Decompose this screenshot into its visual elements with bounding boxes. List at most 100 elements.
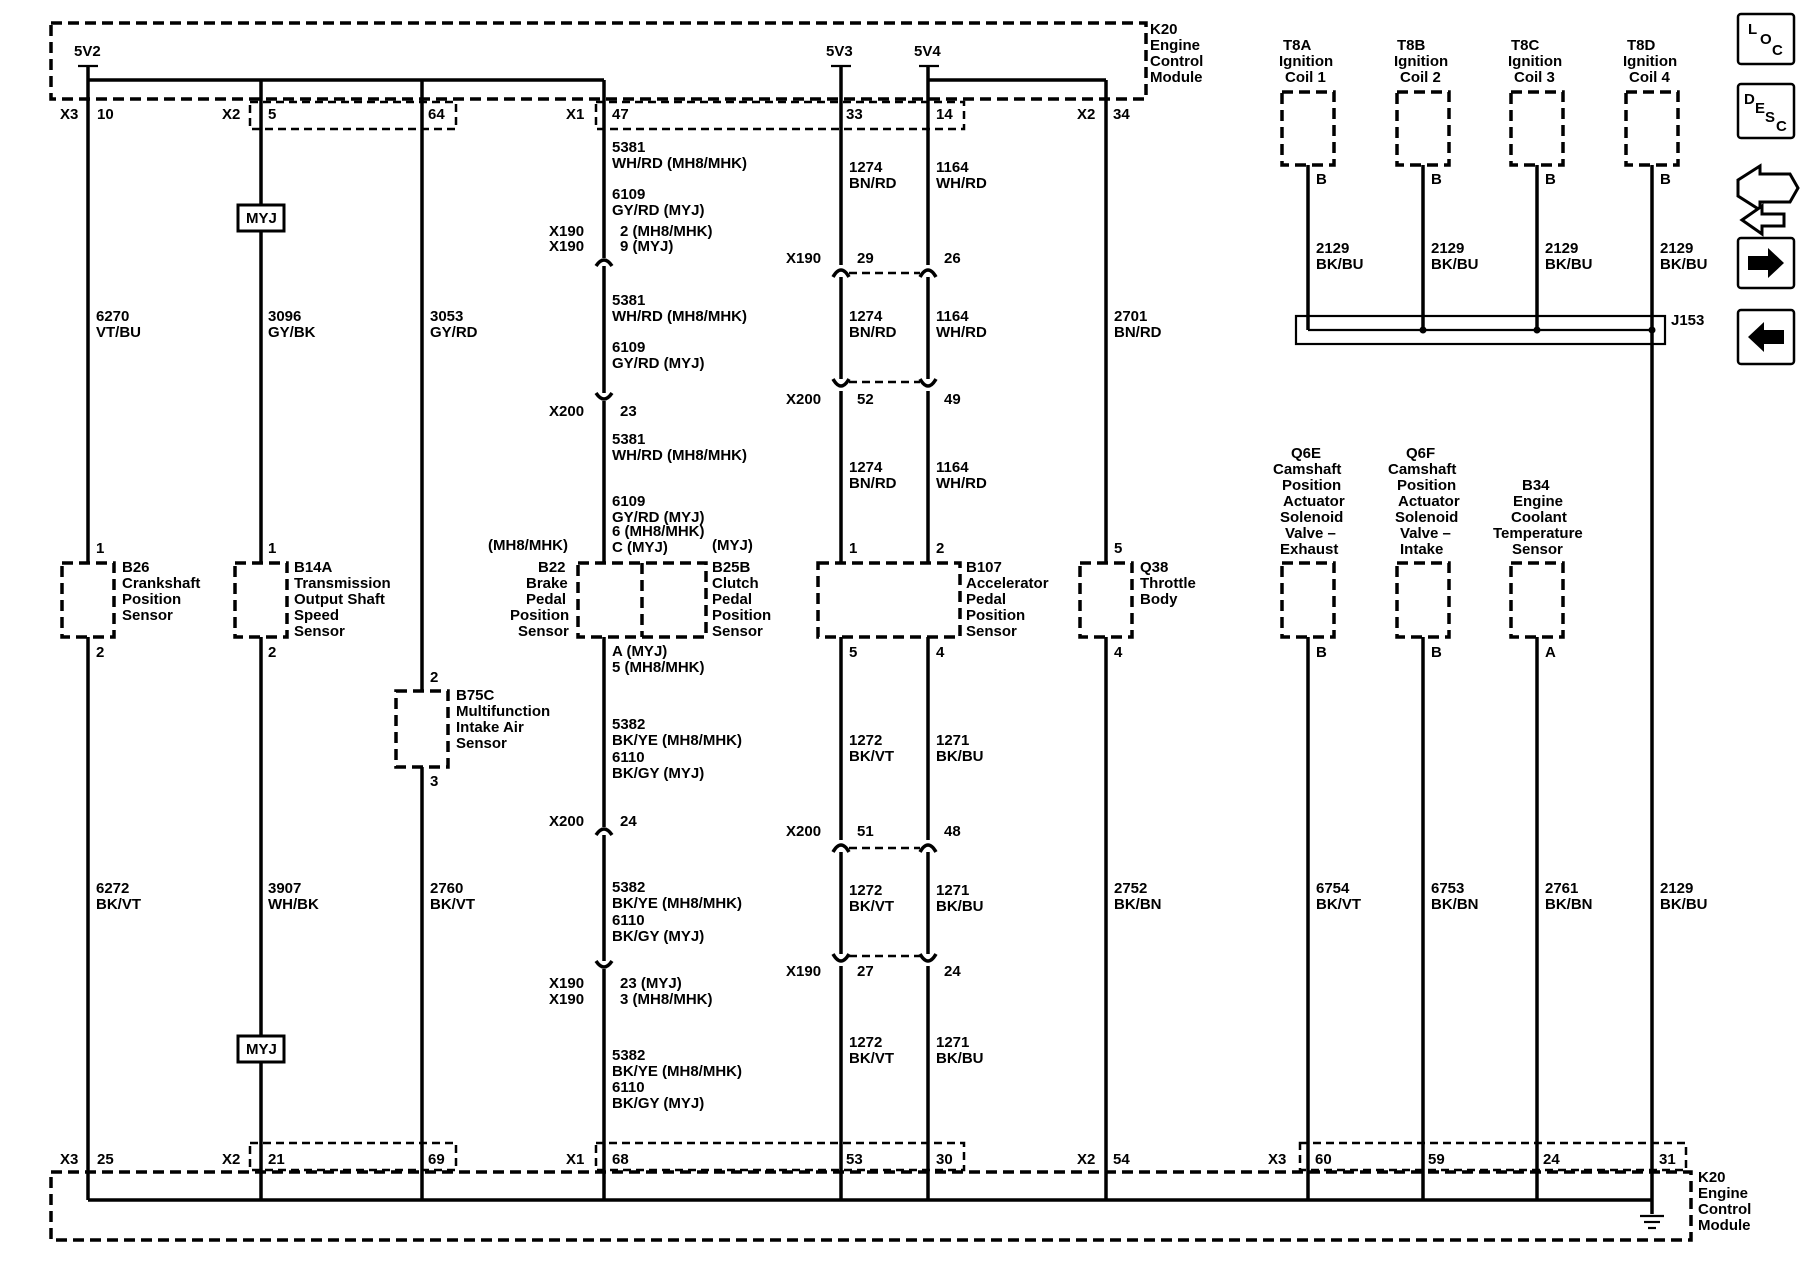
svg-text:2129: 2129	[1660, 240, 1693, 257]
svg-text:X190: X190	[786, 963, 821, 980]
svg-text:Position: Position	[1397, 477, 1456, 494]
svg-text:1271: 1271	[936, 1034, 969, 1051]
svg-text:(MYJ): (MYJ)	[712, 537, 753, 554]
svg-text:Sensor: Sensor	[294, 623, 345, 640]
svg-text:Body: Body	[1140, 591, 1178, 608]
svg-text:BK/VT: BK/VT	[849, 898, 894, 915]
svg-text:B: B	[1316, 644, 1327, 661]
svg-text:1: 1	[849, 540, 857, 557]
svg-text:1272: 1272	[849, 882, 882, 899]
svg-text:B75C: B75C	[456, 687, 495, 704]
svg-text:C: C	[1776, 118, 1787, 135]
svg-text:X2: X2	[1077, 1151, 1095, 1168]
svg-text:Ignition: Ignition	[1394, 53, 1448, 70]
circuit-b26: 1 2 B26 Crankshaft Position Sensor 6270 …	[60, 66, 200, 1200]
svg-text:1164: 1164	[936, 308, 969, 325]
svg-text:Position: Position	[1282, 477, 1341, 494]
svg-text:Clutch: Clutch	[712, 575, 759, 592]
arrow-left-icon[interactable]	[1736, 308, 1796, 366]
svg-text:Module: Module	[1150, 69, 1203, 86]
svg-text:X190: X190	[549, 238, 584, 255]
svg-text:T8A: T8A	[1283, 37, 1312, 54]
svg-text:B: B	[1431, 171, 1442, 188]
option-box-myj-bottom: MYJ	[236, 1034, 286, 1064]
svg-text:BK/BN: BK/BN	[1431, 896, 1479, 913]
svg-text:5382: 5382	[612, 879, 645, 896]
svg-text:5 (MH8/MHK): 5 (MH8/MHK)	[612, 659, 705, 676]
svg-text:6754: 6754	[1316, 880, 1350, 897]
svg-text:T8C: T8C	[1511, 37, 1540, 54]
svg-text:(MH8/MHK): (MH8/MHK)	[488, 537, 568, 554]
svg-text:5382: 5382	[612, 716, 645, 733]
svg-text:2: 2	[268, 644, 276, 661]
svg-text:2129: 2129	[1660, 880, 1693, 897]
desc-button[interactable]: D E S C	[1736, 82, 1796, 140]
svg-text:29: 29	[857, 250, 874, 267]
svg-text:X190: X190	[549, 975, 584, 992]
svg-text:23: 23	[620, 403, 637, 420]
svg-text:S: S	[1765, 109, 1775, 126]
svg-text:Coil 3: Coil 3	[1514, 69, 1555, 86]
svg-text:D: D	[1744, 91, 1755, 108]
splice-pack-j153: J153	[1294, 312, 1704, 346]
circuit-b75c: 2 3 B75C Multifunction Intake Air Sensor…	[394, 80, 550, 1200]
circuit-q38: 5 4 Q38 Throttle Body 2701 BN/RD 2752 BK…	[1078, 80, 1196, 1200]
svg-text:Ignition: Ignition	[1279, 53, 1333, 70]
connector-x1-47: X1 47	[566, 106, 629, 123]
svg-text:52: 52	[857, 391, 874, 408]
svg-text:60: 60	[1315, 1151, 1332, 1168]
connector-x2-21: X2 21	[222, 1151, 285, 1168]
svg-text:1164: 1164	[936, 159, 969, 176]
brake-component-labels: (MH8/MHK) (MYJ) 6 (MH8/MHK) C (MYJ) A (M…	[488, 523, 771, 676]
svg-text:1272: 1272	[849, 732, 882, 749]
svg-text:WH/BK: WH/BK	[268, 896, 319, 913]
svg-text:59: 59	[1428, 1151, 1445, 1168]
svg-text:5381: 5381	[612, 292, 645, 309]
svg-text:5381: 5381	[612, 139, 645, 156]
svg-text:2 (MH8/MHK): 2 (MH8/MHK)	[620, 223, 713, 240]
svg-text:GY/RD (MYJ): GY/RD (MYJ)	[612, 355, 705, 372]
svg-text:BK/BN: BK/BN	[1545, 896, 1593, 913]
svg-text:Module: Module	[1698, 1217, 1751, 1234]
svg-text:27: 27	[857, 963, 874, 980]
svg-text:Position: Position	[966, 607, 1025, 624]
svg-text:X200: X200	[786, 823, 821, 840]
svg-text:Transmission: Transmission	[294, 575, 391, 592]
svg-text:GY/RD (MYJ): GY/RD (MYJ)	[612, 202, 705, 219]
svg-text:Brake: Brake	[526, 575, 568, 592]
svg-text:Q38: Q38	[1140, 559, 1168, 576]
connector-pin-24: 24	[1543, 1151, 1560, 1168]
svg-text:2129: 2129	[1545, 240, 1578, 257]
svg-text:6109: 6109	[612, 186, 645, 203]
harness-connector-icon[interactable]	[1736, 163, 1800, 237]
svg-text:Ignition: Ignition	[1508, 53, 1562, 70]
svg-text:24: 24	[944, 963, 961, 980]
svg-text:B25B: B25B	[712, 559, 751, 576]
svg-text:B: B	[1660, 171, 1671, 188]
connector-pin-14: 14	[936, 106, 953, 123]
svg-text:Coil 1: Coil 1	[1285, 69, 1326, 86]
svg-text:5: 5	[849, 644, 857, 661]
svg-text:10: 10	[97, 106, 114, 123]
b107-inline-connectors: X190 29 26 X200 52 49 X200 51 48 X190 27…	[786, 250, 961, 980]
ecm-bottom-label: K20 Engine Control Module	[1698, 1169, 1751, 1234]
svg-text:Coil 4: Coil 4	[1629, 69, 1670, 86]
ignition-coil-2: T8B Ignition Coil 2 B 2129 BK/BU	[1394, 37, 1479, 330]
svg-text:3: 3	[430, 773, 438, 790]
svg-text:47: 47	[612, 106, 629, 123]
svg-text:1272: 1272	[849, 1034, 882, 1051]
connector-pin-30: 30	[936, 1151, 953, 1168]
arrow-right-icon[interactable]	[1736, 236, 1796, 290]
svg-text:2: 2	[430, 669, 438, 686]
svg-text:X200: X200	[786, 391, 821, 408]
svg-text:26: 26	[944, 250, 961, 267]
svg-text:6110: 6110	[612, 749, 645, 766]
loc-button[interactable]: L O C	[1736, 12, 1796, 66]
svg-text:Crankshaft: Crankshaft	[122, 575, 200, 592]
ignition-coil-1: T8A Ignition Coil 1 B 2129 BK/BU	[1279, 37, 1364, 330]
svg-text:WH/RD: WH/RD	[936, 324, 987, 341]
svg-text:B34: B34	[1522, 477, 1550, 494]
svg-text:BK/GY (MYJ): BK/GY (MYJ)	[612, 765, 704, 782]
svg-text:Accelerator: Accelerator	[966, 575, 1049, 592]
svg-text:2129: 2129	[1431, 240, 1464, 257]
